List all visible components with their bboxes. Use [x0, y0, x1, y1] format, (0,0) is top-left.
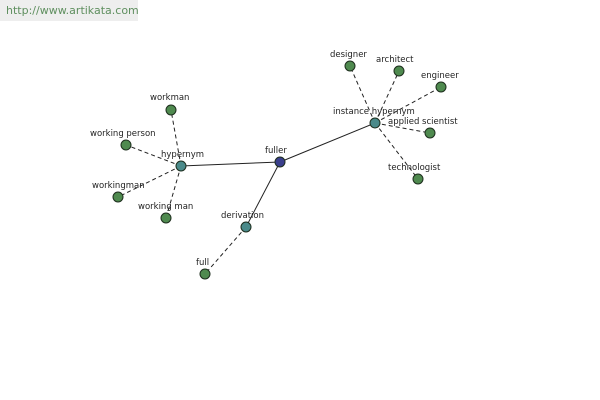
node-derivation[interactable] — [240, 221, 252, 233]
node-instance-hypernym[interactable] — [369, 117, 381, 129]
node-label-working-person[interactable]: working person — [90, 129, 156, 139]
node-applied-scientist[interactable] — [424, 127, 436, 139]
edge-fuller-instance-hypernym — [279, 122, 376, 163]
node-technologist[interactable] — [412, 173, 424, 185]
node-working-person[interactable] — [120, 139, 132, 151]
node-hypernym[interactable] — [175, 160, 187, 172]
node-label-architect[interactable]: architect — [376, 55, 414, 65]
node-architect[interactable] — [393, 65, 405, 77]
edge-hypernym-working-person — [125, 144, 182, 167]
edge-hypernym-workman — [170, 109, 182, 167]
node-label-applied-scientist[interactable]: applied scientist — [388, 117, 458, 127]
node-label-designer[interactable]: designer — [330, 50, 367, 60]
edges-layer — [117, 65, 442, 275]
node-full[interactable] — [199, 268, 211, 280]
node-label-hypernym[interactable]: hypernym — [161, 150, 204, 160]
node-label-derivation[interactable]: derivation — [221, 211, 264, 221]
source-url-banner[interactable]: http://www.artikata.com — [0, 0, 138, 21]
edge-fuller-hypernym — [180, 161, 281, 167]
node-fuller[interactable] — [274, 156, 286, 168]
edge-instance-hypernym-technologist — [374, 122, 419, 180]
node-workingman[interactable] — [112, 191, 124, 203]
node-working-man[interactable] — [160, 212, 172, 224]
node-engineer[interactable] — [435, 81, 447, 93]
labels-layer: fuller hypernym instance hypernym derivatio… — [90, 50, 459, 268]
node-label-fuller[interactable]: fuller — [265, 146, 287, 156]
nodes-layer — [112, 60, 447, 280]
node-label-engineer[interactable]: engineer — [421, 71, 459, 81]
node-designer[interactable] — [344, 60, 356, 72]
node-label-technologist[interactable]: technologist — [388, 163, 441, 173]
edge-fuller-derivation — [245, 161, 281, 228]
edge-instance-hypernym-designer — [349, 65, 376, 124]
edge-derivation-full — [204, 226, 247, 275]
edge-hypernym-working-man — [165, 165, 182, 219]
edge-instance-hypernym-engineer — [374, 86, 442, 124]
node-label-working-man[interactable]: working man — [138, 202, 193, 212]
node-label-instance-hypernym[interactable]: instance hypernym — [333, 107, 415, 117]
node-workman[interactable] — [165, 104, 177, 116]
node-label-workingman[interactable]: workingman — [92, 181, 145, 191]
edge-instance-hypernym-architect — [374, 70, 400, 124]
node-label-workman[interactable]: workman — [150, 93, 189, 103]
edge-instance-hypernym-applied-scientist — [374, 122, 431, 134]
node-label-full[interactable]: full — [196, 258, 209, 268]
edge-hypernym-workingman — [117, 165, 182, 198]
